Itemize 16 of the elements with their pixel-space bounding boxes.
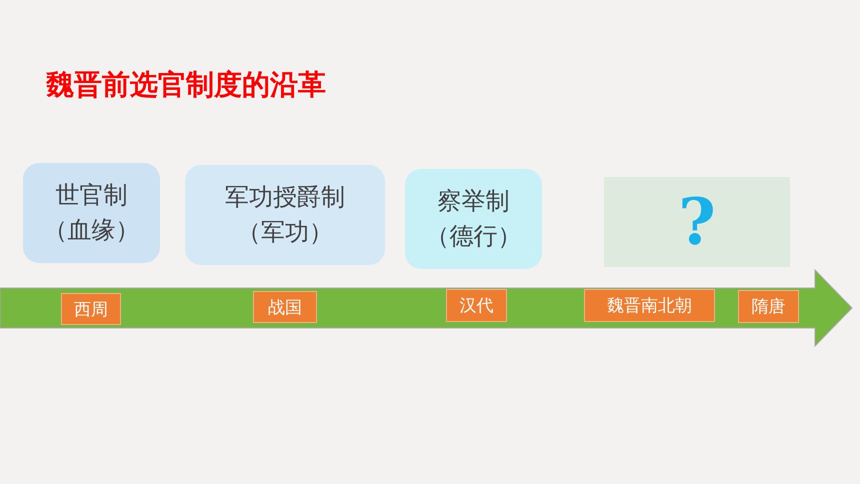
system-basis: （血缘）: [44, 215, 140, 246]
system-basis: （军功）: [237, 217, 333, 248]
period-tag: 西周: [61, 293, 121, 325]
system-name: 察举制: [438, 186, 510, 218]
system-name: 世官制: [56, 180, 128, 212]
period-tag: 汉代: [446, 289, 507, 322]
period-tag: 魏晋南北朝: [584, 289, 715, 322]
system-card: [405, 169, 542, 269]
period-tag: 战国: [253, 291, 317, 323]
system-basis: （德行）: [426, 221, 522, 252]
system-name: 军功授爵制: [225, 182, 345, 214]
title: 魏晋前选官制度的沿革: [46, 67, 326, 103]
system-card: [23, 163, 160, 263]
question-mark: ?: [678, 184, 716, 260]
system-card: [185, 165, 385, 265]
period-tag: 隋唐: [738, 290, 799, 323]
